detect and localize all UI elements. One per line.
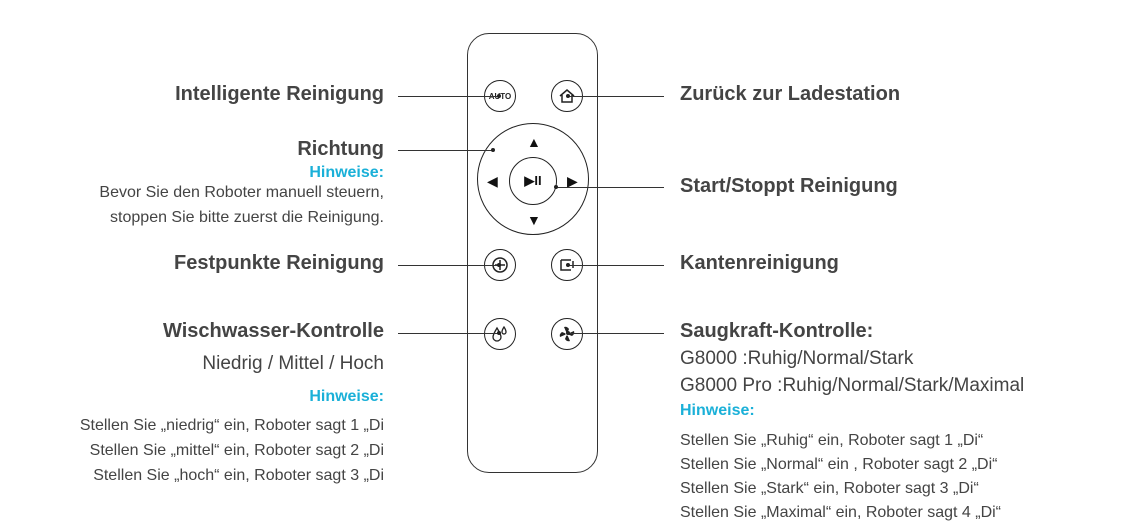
label-intelligent-cleaning: Intelligente Reinigung — [175, 83, 384, 105]
connector-edge — [568, 265, 664, 266]
connector-dot — [497, 263, 501, 267]
connector-dot — [554, 185, 558, 189]
edge-icon — [560, 259, 574, 271]
suction-g8000: G8000 :Ruhig/Normal/Stark — [680, 348, 914, 369]
remote-control — [467, 33, 598, 473]
suction-hint-line-3: Stellen Sie „Stark“ ein, Roboter sagt 3 … — [680, 480, 979, 497]
label-return-to-dock: Zurück zur Ladestation — [680, 83, 901, 105]
direction-hint-title: Hinweise: — [309, 164, 384, 181]
connector-dot — [566, 331, 570, 335]
suction-hint-line-2: Stellen Sie „Normal“ ein , Roboter sagt … — [680, 456, 998, 473]
suction-hint-line-1: Stellen Sie „Ruhig“ ein, Roboter sagt 1 … — [680, 432, 984, 449]
connector-spot — [398, 265, 499, 266]
label-start-stop: Start/Stoppt Reinigung — [680, 175, 898, 197]
connector-dot — [566, 263, 570, 267]
label-water-control: Wischwasser-Kontrolle — [163, 320, 384, 342]
water-hint-line-2: Stellen Sie „mittel“ ein, Roboter sagt 2… — [89, 442, 384, 459]
arrow-up-icon[interactable]: ▲ — [527, 134, 541, 150]
water-levels: Niedrig / Mittel / Hoch — [202, 353, 384, 374]
suction-hint-title: Hinweise: — [680, 402, 755, 419]
arrow-left-icon[interactable]: ◀ — [487, 173, 498, 189]
connector-home — [568, 96, 664, 97]
direction-hint-line-2: stoppen Sie bitte zuerst die Reinigung. — [110, 209, 384, 226]
connector-direction — [398, 150, 493, 151]
connector-dot — [566, 94, 570, 98]
connector-water — [398, 333, 499, 334]
direction-pad[interactable] — [477, 123, 589, 235]
connector-dot — [491, 148, 495, 152]
play-pause-icon: ▶II — [524, 173, 542, 188]
connector-suction — [568, 333, 664, 334]
label-suction-control: Saugkraft-Kontrolle: — [680, 320, 874, 342]
suction-g8000-pro: G8000 Pro :Ruhig/Normal/Stark/Maximal — [680, 375, 1025, 396]
water-hint-line-1: Stellen Sie „niedrig“ ein, Roboter sagt … — [79, 417, 384, 434]
home-icon — [559, 89, 575, 103]
label-direction: Richtung — [297, 138, 384, 160]
arrow-right-icon[interactable]: ▶ — [567, 173, 578, 189]
play-pause-button[interactable]: ▶II — [509, 157, 557, 205]
connector-start-stop — [556, 187, 664, 188]
direction-hint-line-1: Bevor Sie den Roboter manuell steuern, — [99, 184, 384, 201]
water-hint-line-3: Stellen Sie „hoch“ ein, Roboter sagt 3 „… — [93, 467, 384, 484]
connector-auto — [398, 96, 499, 97]
arrow-down-icon[interactable]: ▼ — [527, 212, 541, 228]
connector-dot — [497, 331, 501, 335]
connector-dot — [497, 94, 501, 98]
water-hint-title: Hinweise: — [309, 388, 384, 405]
suction-hint-line-4: Stellen Sie „Maximal“ ein, Roboter sagt … — [680, 504, 1002, 521]
label-spot-cleaning: Festpunkte Reinigung — [174, 252, 384, 274]
label-edge-cleaning: Kantenreinigung — [680, 252, 839, 274]
